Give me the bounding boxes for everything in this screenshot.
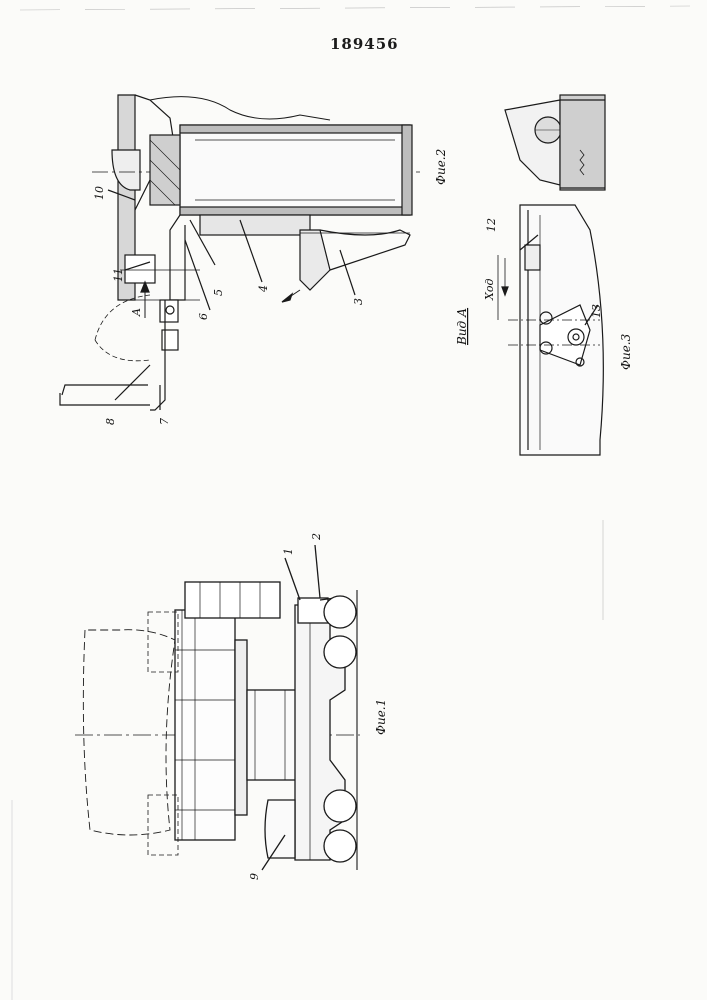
- callout-11: 11: [112, 268, 125, 282]
- callout-6: 6: [197, 313, 210, 320]
- callout-10: 10: [93, 186, 106, 200]
- view-marker-a: A: [130, 308, 143, 317]
- callout-1: 1: [282, 548, 295, 555]
- callout-2: 2: [310, 533, 323, 541]
- callout-7: 7: [158, 418, 171, 425]
- fig3-view-a-drawing: [498, 205, 603, 455]
- fig2-caption: Фие.2: [434, 149, 448, 185]
- view-a-label: Вид А: [455, 308, 469, 346]
- fig2-section-drawing: [60, 95, 420, 410]
- callout-9: 9: [248, 873, 261, 880]
- fig1-caption: Фие.1: [374, 699, 388, 735]
- fig3-caption: Фие.3: [619, 333, 633, 370]
- callout-13: 13: [590, 304, 603, 318]
- callout-5: 5: [212, 289, 225, 296]
- callout-3: 3: [352, 298, 365, 305]
- fig3-detail-top: [505, 95, 605, 190]
- callout-8: 8: [104, 418, 117, 425]
- callout-12: 12: [485, 218, 498, 232]
- fig1-vehicle-drawing: [75, 545, 360, 870]
- callout-4: 4: [257, 285, 270, 293]
- stroke-label: Ход: [483, 279, 496, 301]
